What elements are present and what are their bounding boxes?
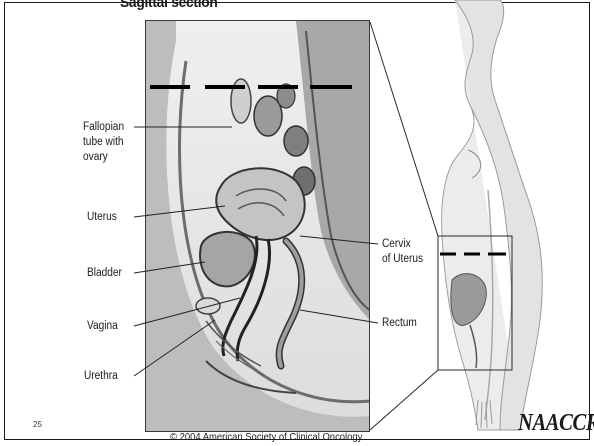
naaccr-logo: NAACCR (518, 410, 594, 437)
leader-vagina (134, 298, 240, 326)
label-fallopian: Fallopian tube with ovary (83, 120, 124, 165)
label-cervix: Cervix of Uterus (382, 237, 423, 267)
connector-line-top (370, 22, 438, 236)
label-bladder: Bladder (87, 266, 122, 281)
leader-cervix (300, 236, 378, 244)
page-number: 25 (33, 420, 42, 429)
label-uterus: Uterus (87, 210, 117, 225)
leader-urethra (134, 320, 215, 376)
leader-uterus (134, 206, 225, 217)
label-urethra: Urethra (84, 369, 118, 384)
copyright-text: © 2004 American Society of Clinical Onco… (170, 431, 362, 443)
leader-bladder (134, 262, 205, 273)
leader-rectum (300, 310, 378, 323)
label-rectum: Rectum (382, 316, 417, 331)
connector-line-bottom (370, 370, 438, 430)
label-vagina: Vagina (87, 319, 118, 334)
